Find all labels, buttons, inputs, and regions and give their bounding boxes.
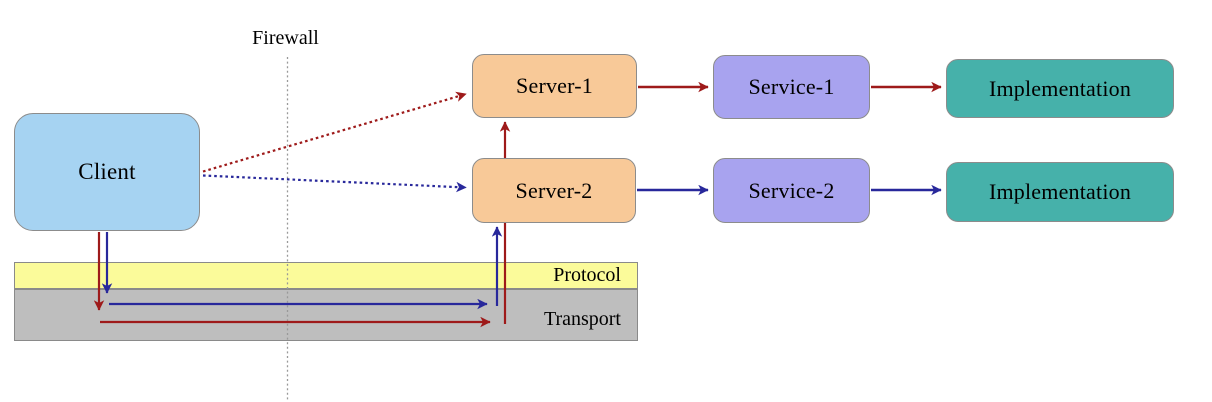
transport-layer-bar: Transport xyxy=(14,289,638,341)
service2-node: Service-2 xyxy=(713,158,870,223)
server2-label: Server-2 xyxy=(515,177,593,203)
server1-label: Server-1 xyxy=(516,73,593,98)
service1-node: Service-1 xyxy=(713,55,870,119)
implementation1-node: Implementation xyxy=(946,59,1174,118)
transport-layer-label: Transport xyxy=(543,307,621,330)
edge-client-server2 xyxy=(202,174,467,193)
server1-node: Server-1 xyxy=(472,54,637,118)
client-label: Client xyxy=(78,159,136,184)
implementation1-label: Implementation xyxy=(988,75,1132,101)
firewall-label: Firewall xyxy=(252,27,319,49)
service1-label: Service-1 xyxy=(748,74,835,99)
edge-client-server1 xyxy=(202,91,467,173)
service2-label: Service-2 xyxy=(748,177,835,203)
client-node: Client xyxy=(14,113,200,231)
implementation2-node: Implementation xyxy=(946,162,1174,222)
protocol-layer-label: Protocol xyxy=(553,264,621,286)
server2-node: Server-2 xyxy=(472,158,636,223)
protocol-layer-bar: Protocol xyxy=(14,262,638,289)
implementation2-label: Implementation xyxy=(988,179,1132,204)
